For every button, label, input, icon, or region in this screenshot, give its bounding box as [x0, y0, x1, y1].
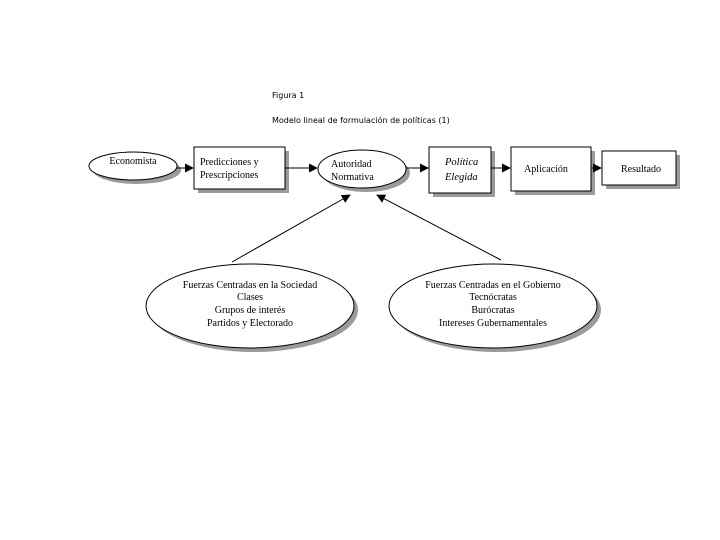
arrow-gobierno-autoridad — [376, 194, 502, 261]
figure-caption: Modelo lineal de formulación de política… — [272, 115, 450, 125]
node-politica-line1: Política — [444, 157, 478, 168]
node-predicciones: Predicciones y Prescripciones — [193, 146, 289, 193]
node-autoridad-line1: Autoridad — [331, 159, 372, 170]
node-resultado: Resultado — [601, 150, 680, 189]
figure-number: Figura 1 — [272, 91, 304, 100]
node-predicciones-line1: Predicciones y — [200, 157, 259, 168]
arrow-sociedad-autoridad — [231, 194, 351, 263]
fuerzas-sociedad-item: Grupos de interés — [215, 305, 286, 316]
node-predicciones-line2: Prescripciones — [200, 170, 258, 181]
node-economista-label: Economista — [109, 156, 157, 167]
fuerzas-gobierno-item: Burócratas — [471, 305, 514, 316]
node-aplicacion: Aplicación — [510, 146, 595, 195]
node-economista: Economista — [88, 151, 181, 184]
fuerzas-gobierno-item: Intereses Gubernamentales — [439, 318, 547, 329]
node-politica: Política Elegida — [428, 146, 495, 197]
node-fuerzas-sociedad: Fuerzas Centradas en la Sociedad Clases … — [145, 263, 358, 352]
fuerzas-gobierno-item: Tecnócratas — [469, 292, 517, 303]
node-fuerzas-gobierno: Fuerzas Centradas en el Gobierno Tecnócr… — [388, 263, 601, 352]
node-resultado-label: Resultado — [621, 164, 661, 175]
node-autoridad-line2: Normativa — [331, 172, 374, 183]
fuerzas-gobierno-title: Fuerzas Centradas en el Gobierno — [425, 280, 561, 291]
fuerzas-sociedad-item: Partidos y Electorado — [207, 318, 293, 329]
node-autoridad: Autoridad Normativa — [317, 149, 410, 192]
node-politica-line2: Elegida — [444, 172, 478, 183]
node-aplicacion-label: Aplicación — [524, 164, 568, 175]
fuerzas-sociedad-item: Clases — [237, 292, 263, 303]
fuerzas-sociedad-title: Fuerzas Centradas en la Sociedad — [183, 280, 317, 291]
